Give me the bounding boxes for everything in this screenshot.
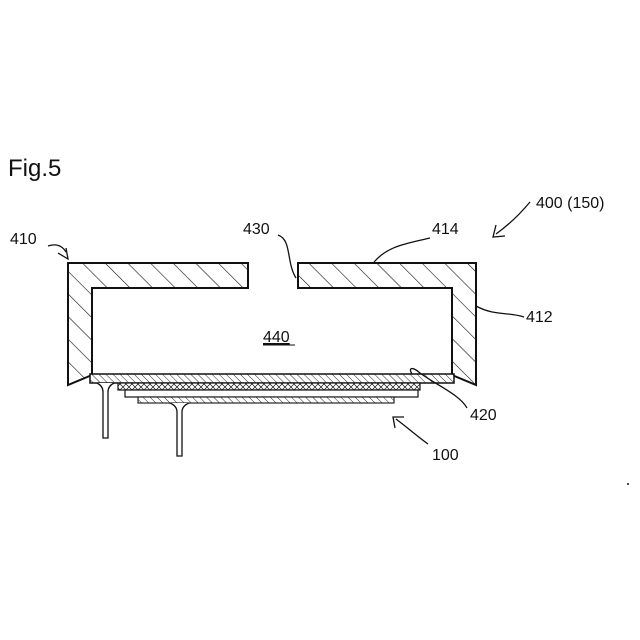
figure-label: Fig.5 [8, 155, 61, 182]
leader-410 [48, 245, 66, 252]
leader-412 [476, 306, 524, 317]
ref-440: 440 [263, 329, 290, 346]
leader-430 [278, 235, 296, 278]
ref-100: 100 [432, 447, 459, 464]
sensor-layer-middle [125, 390, 418, 397]
leader-100 [396, 419, 428, 444]
arrowhead-410 [58, 248, 68, 259]
ref-420: 420 [470, 407, 497, 424]
speck [627, 483, 629, 485]
ref-414: 414 [432, 221, 459, 238]
housing-left-section [68, 263, 248, 385]
lead-wire-left [97, 383, 114, 438]
ref-412: 412 [526, 309, 553, 326]
sensor-layer-top [118, 383, 420, 390]
sensor-layer-bottom [138, 397, 394, 403]
arrowhead-100 [393, 417, 404, 428]
bottom-plate [90, 374, 454, 383]
ref-400: 400 (150) [536, 195, 605, 212]
lead-wire-right [170, 403, 189, 456]
ref-410: 410 [10, 231, 37, 248]
ref-430: 430 [243, 221, 270, 238]
leader-400 [496, 202, 530, 234]
leader-414 [374, 238, 430, 262]
housing-right-section [298, 263, 476, 385]
